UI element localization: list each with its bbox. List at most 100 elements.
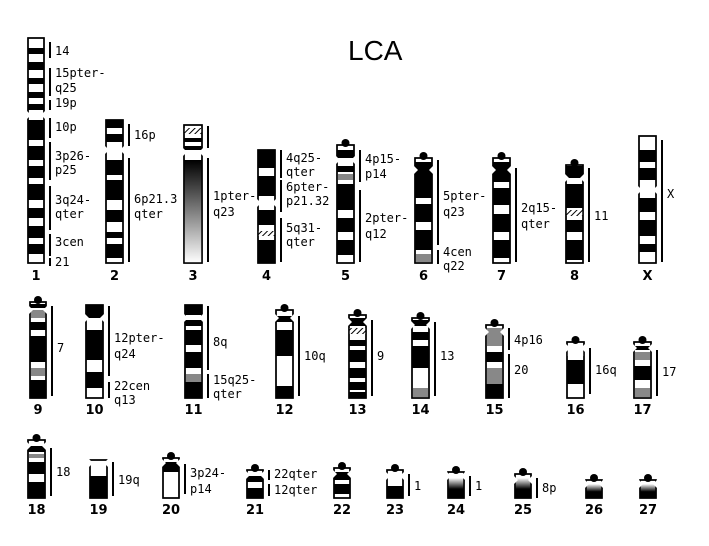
chromosome-band: [515, 478, 531, 498]
region-label: X: [667, 187, 675, 201]
chromosome-band: [349, 368, 366, 378]
chromosome-band: [415, 162, 432, 198]
centromere: [333, 470, 351, 478]
chromosome-number: 26: [585, 503, 603, 518]
region-label: 22cen: [114, 379, 150, 393]
centromere: [105, 146, 124, 154]
chromosome-outline: [257, 149, 276, 264]
chromosome-band: [28, 226, 44, 238]
satellite-knob: [391, 464, 399, 472]
chromosome-band: [28, 166, 44, 178]
chromosome-band: [258, 150, 275, 168]
satellite-knob: [590, 474, 598, 482]
centromere: [411, 321, 430, 329]
chromosome-band: [639, 198, 656, 212]
chromosome-number: 13: [348, 403, 366, 418]
chromosome-band: [184, 128, 202, 134]
centromere: [638, 186, 657, 194]
chromosome-outline: [85, 304, 104, 399]
chromosome-band: [349, 318, 366, 326]
region-label: p21.32: [286, 194, 329, 208]
chromosome-band: [567, 346, 584, 356]
centromere: [257, 199, 276, 207]
region-label: 8q: [213, 335, 227, 349]
chromosome-band: [30, 304, 46, 308]
chromosome-band: [412, 346, 429, 368]
chromosome-band: [28, 62, 44, 70]
region-label: 19p: [55, 96, 77, 110]
chromosome-band: [566, 184, 583, 208]
satellite-knob: [638, 336, 647, 344]
chromosome-24: 124: [447, 466, 482, 518]
chromosome-band: [337, 166, 354, 172]
chromosome-band: [28, 208, 44, 218]
satellite-knob: [644, 474, 652, 482]
chromosome-number: 3: [188, 269, 197, 284]
chromosome-number: 15: [485, 403, 503, 418]
chromosome-band: [566, 240, 583, 260]
region-label: 2q15-: [521, 201, 557, 215]
centromere: [27, 442, 46, 450]
centromere: [585, 480, 603, 488]
chromosome-band: [28, 104, 44, 110]
chromosome-23: 123: [386, 464, 421, 518]
region-label: 3q24-: [55, 193, 91, 207]
chromosome-band: [184, 160, 202, 263]
chromosome-band: [349, 350, 366, 362]
chromosome-band: [337, 184, 354, 210]
chromosome-band: [258, 210, 275, 225]
centromere: [29, 306, 47, 314]
chromosome-number: 19: [89, 503, 107, 518]
region-label: 4q25-: [286, 151, 322, 165]
chromosome-band: [86, 305, 103, 318]
centromere: [275, 314, 294, 322]
chromosome-number: 6: [419, 269, 428, 284]
region-label: 5q31-: [286, 221, 322, 235]
chromosome-band: [415, 254, 432, 263]
satellite-knob: [32, 434, 41, 442]
chromosome-band: [415, 230, 432, 250]
chromosome-band: [30, 336, 46, 362]
region-label: qter: [55, 207, 84, 221]
chromosome-band: [106, 134, 123, 142]
chromosome-band: [567, 360, 584, 384]
chromosome-band: [184, 146, 202, 150]
chromosome-band: [337, 150, 354, 158]
region-label: 12qter: [274, 483, 317, 497]
region-label: 14: [55, 44, 69, 58]
chromosome-band: [185, 352, 202, 368]
region-label: 15pter-: [55, 66, 106, 80]
centromere: [183, 148, 203, 156]
centromere: [633, 344, 652, 352]
chromosome-band: [486, 384, 503, 398]
chromosome-band: [258, 240, 275, 263]
centromere: [485, 328, 504, 336]
satellite-knob: [419, 152, 428, 160]
region-label: 17: [662, 365, 676, 379]
chromosome-band: [566, 210, 583, 216]
chromosome-band: [639, 168, 656, 180]
chromosome-band: [276, 316, 293, 322]
chromosome-band: [28, 120, 44, 140]
region-label: qter: [286, 235, 315, 249]
chromosome-13: 913: [348, 309, 384, 418]
chromosome-number: 21: [246, 503, 264, 518]
region-label: 15q25-: [213, 373, 256, 387]
chromosome-band: [412, 388, 429, 398]
chromosome-number: 25: [514, 503, 532, 518]
centromere: [246, 471, 264, 479]
centromere: [162, 459, 180, 467]
region-label: 10q: [304, 349, 326, 363]
chromosome-band: [30, 322, 46, 330]
region-label: q23: [443, 205, 465, 219]
centromere: [414, 166, 433, 174]
